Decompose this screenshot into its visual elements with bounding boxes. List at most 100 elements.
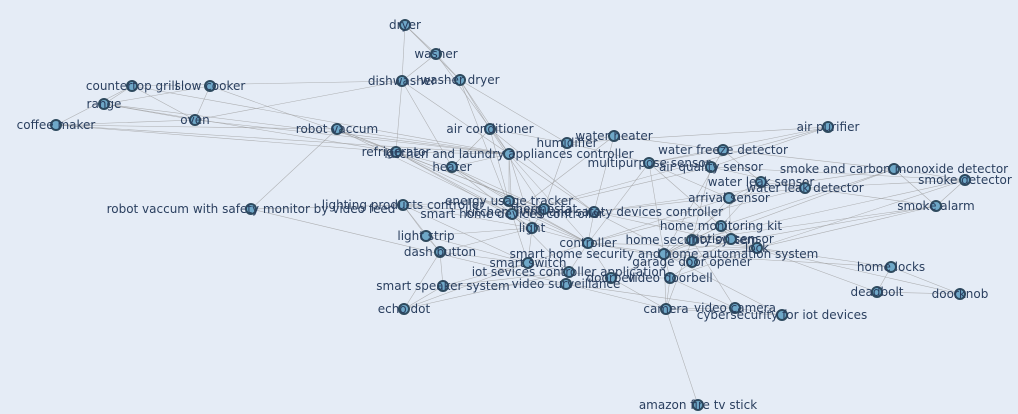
node-marker[interactable]: [522, 257, 534, 269]
node-slow-cooker[interactable]: slow cooker: [175, 79, 246, 93]
node-marker[interactable]: [705, 161, 717, 173]
node-garage-door-opener[interactable]: garage door opener: [632, 255, 751, 269]
node-dishwasher[interactable]: dishwasher: [368, 74, 436, 88]
node-marker[interactable]: [725, 233, 737, 245]
node-marker[interactable]: [503, 195, 515, 207]
node-humidifier[interactable]: humidifier: [536, 136, 597, 150]
node-marker[interactable]: [437, 280, 449, 292]
node-water-freeze-detector[interactable]: water freeze detector: [658, 143, 788, 157]
node-dryer[interactable]: dryer: [389, 18, 421, 32]
node-marker[interactable]: [660, 303, 672, 315]
node-marker[interactable]: [588, 206, 600, 218]
node-amazon-fire-tv-stick[interactable]: amazon fire tv stick: [639, 398, 757, 412]
node-marker[interactable]: [799, 182, 811, 194]
node-smart-speaker-system[interactable]: smart speaker system: [376, 279, 509, 293]
node-kitchen-and-laundry-appliances-controller[interactable]: kitchen and laundry appliances controlle…: [384, 147, 633, 161]
node-marker[interactable]: [434, 246, 446, 258]
node-lighting-products-controller[interactable]: lighting products controller: [322, 198, 485, 212]
node-kitchen-living-and-safety-devices-controller[interactable]: kitchen living and safety devices contro…: [465, 205, 723, 219]
node-marker[interactable]: [755, 176, 767, 188]
node-marker[interactable]: [398, 303, 410, 315]
node-marker[interactable]: [526, 222, 538, 234]
node-smart-home-devices-controller[interactable]: smart home devices controller: [420, 207, 603, 221]
node-air-purifier[interactable]: air purifier: [797, 120, 860, 134]
node-video-doorbell[interactable]: video doorbell: [627, 271, 713, 285]
node-marker[interactable]: [331, 123, 343, 135]
node-marker[interactable]: [399, 19, 411, 31]
node-home-monitoring-kit[interactable]: home monitoring kit: [660, 219, 782, 233]
node-marker[interactable]: [50, 119, 62, 131]
node-water-leak-detector[interactable]: water leak detector: [746, 181, 864, 195]
node-marker[interactable]: [686, 256, 698, 268]
node-smart-home-security-and-home-automation-system[interactable]: smart home security and home automation …: [510, 247, 819, 261]
node-doorknob[interactable]: doorknob: [932, 287, 989, 301]
node-smoke-detector[interactable]: smoke detector: [918, 173, 1012, 187]
node-marker[interactable]: [454, 74, 466, 86]
node-light-strip[interactable]: light strip: [397, 229, 454, 243]
node-multipurpose-sensor[interactable]: multipurpose sensor: [588, 156, 711, 170]
node-marker[interactable]: [484, 123, 496, 135]
node-lock[interactable]: lock: [745, 241, 769, 255]
node-marker[interactable]: [420, 230, 432, 242]
node-marker[interactable]: [959, 174, 971, 186]
node-marker[interactable]: [506, 208, 518, 220]
node-marker[interactable]: [245, 203, 257, 215]
node-camera[interactable]: camera: [643, 302, 688, 316]
node-marker[interactable]: [930, 200, 942, 212]
node-water-heater[interactable]: water heater: [575, 129, 652, 143]
node-video-camera[interactable]: video camera: [694, 301, 776, 315]
node-washer-dryer[interactable]: washer dryer: [420, 73, 499, 87]
node-light[interactable]: light: [519, 221, 546, 235]
node-air-conditioner[interactable]: air conditioner: [446, 122, 533, 136]
node-marker[interactable]: [608, 130, 620, 142]
node-marker[interactable]: [561, 137, 573, 149]
node-marker[interactable]: [446, 161, 458, 173]
node-robot-vaccum[interactable]: robot vaccum: [296, 122, 378, 136]
node-marker[interactable]: [503, 148, 515, 160]
node-coffee-maker[interactable]: coffee maker: [17, 118, 96, 132]
node-marker[interactable]: [871, 286, 883, 298]
node-motion-sensor[interactable]: motion sensor: [688, 232, 774, 246]
node-deadbolt[interactable]: deadbolt: [851, 285, 904, 299]
node-marker[interactable]: [658, 248, 670, 260]
node-oven[interactable]: oven: [180, 113, 209, 127]
node-marker[interactable]: [397, 199, 409, 211]
node-robot-vaccum-with-safety-monitor-by-video-feed[interactable]: robot vaccum with safety monitor by vide…: [107, 202, 396, 216]
node-marker[interactable]: [643, 157, 655, 169]
node-marker[interactable]: [776, 309, 788, 321]
node-heater[interactable]: heater: [432, 160, 471, 174]
node-marker[interactable]: [686, 234, 698, 246]
node-marker[interactable]: [954, 288, 966, 300]
node-countertop-grill[interactable]: countertop grill: [86, 79, 178, 93]
node-thermostat[interactable]: thermostat: [511, 202, 578, 216]
node-water-leak-sensor[interactable]: water leak sensor: [708, 175, 815, 189]
node-air-quality-sensor[interactable]: air quality sensor: [659, 160, 763, 174]
node-refrigerator[interactable]: refrigerator: [362, 145, 431, 159]
node-marker[interactable]: [390, 146, 402, 158]
node-marker[interactable]: [822, 121, 834, 133]
node-arrival-sensor[interactable]: arrival sensor: [688, 191, 770, 205]
node-echo-dot[interactable]: echo dot: [378, 302, 431, 316]
node-marker[interactable]: [582, 237, 594, 249]
node-marker[interactable]: [204, 80, 216, 92]
node-range[interactable]: range: [87, 97, 122, 111]
node-iot-sevices-controller-application[interactable]: iot sevices controller application: [472, 265, 667, 279]
node-cybersecurity-for-iot-devices[interactable]: cybersecurity for iot devices: [697, 308, 868, 322]
node-smart-switch[interactable]: smart switch: [489, 256, 566, 270]
node-marker[interactable]: [664, 272, 676, 284]
node-marker[interactable]: [723, 192, 735, 204]
node-washer[interactable]: washer: [414, 47, 457, 61]
node-marker[interactable]: [888, 163, 900, 175]
node-marker[interactable]: [605, 272, 617, 284]
node-marker[interactable]: [430, 48, 442, 60]
node-marker[interactable]: [692, 399, 704, 411]
node-marker[interactable]: [189, 114, 201, 126]
node-video-surveillance[interactable]: video surveillance: [512, 277, 621, 291]
node-marker[interactable]: [538, 203, 550, 215]
node-marker[interactable]: [717, 144, 729, 156]
node-marker[interactable]: [126, 80, 138, 92]
node-marker[interactable]: [729, 302, 741, 314]
node-home-locks[interactable]: home locks: [857, 260, 925, 274]
node-dash-button[interactable]: dash button: [404, 245, 476, 259]
node-doorbell[interactable]: doorbell: [587, 271, 636, 285]
